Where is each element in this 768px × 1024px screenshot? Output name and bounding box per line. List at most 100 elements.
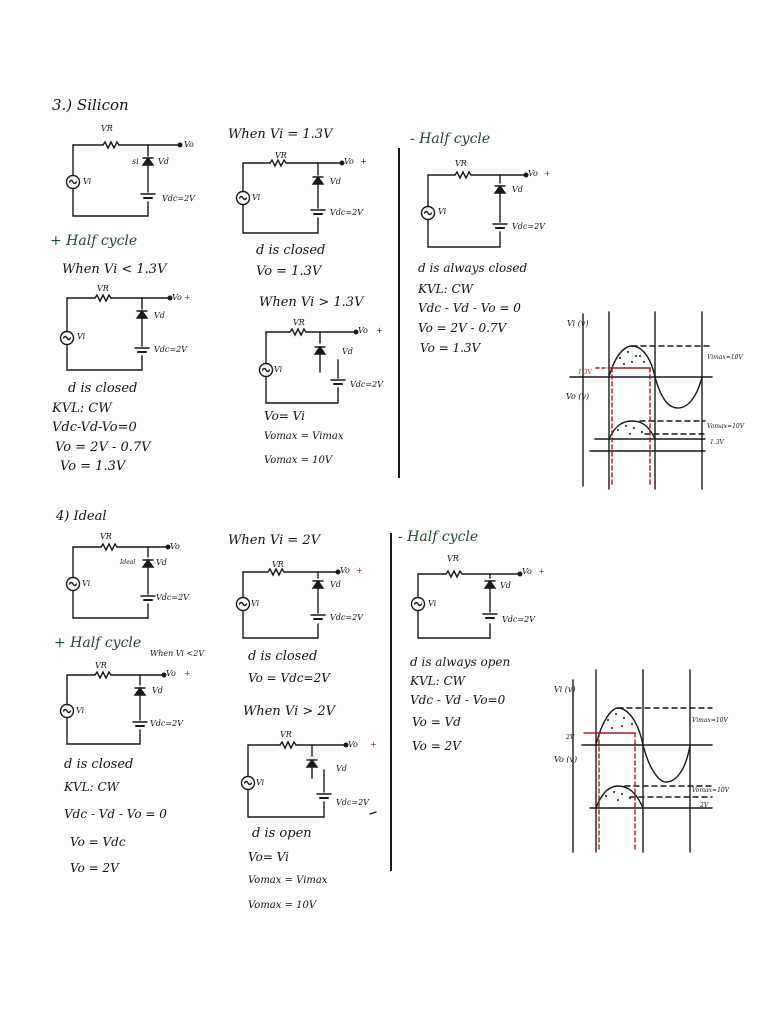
s3-pos-plus: + [184, 293, 191, 302]
s3-mid2-vd: Vd [342, 347, 353, 356]
s3-pos-vd: Vd [154, 311, 165, 320]
s4-pos-line-2: KVL: CW [64, 780, 119, 794]
s4-main-circuit [65, 543, 171, 619]
s3-graph-vo-level: 1.3V [710, 439, 724, 446]
s3-neg-vd: Vd [512, 185, 523, 194]
s3-pos-line-1: d is closed [68, 381, 138, 396]
s4-neg-vi: Vi [428, 599, 437, 608]
s3-mid2-line-2: Vomax = Vimax [264, 431, 344, 442]
s3-neg-vo: Vo [528, 169, 538, 178]
s4-pos-line-1: d is closed [64, 757, 134, 772]
s4-graph-level: 2V [566, 734, 575, 741]
s3-mid1-vr: VR [275, 151, 287, 160]
s4-mid1-vd: Vd [330, 580, 341, 589]
s3-main-vdc: Vdc=2V [162, 194, 195, 203]
s3-pos-heading: + Half cycle [50, 233, 138, 249]
section-4-title: 4) Ideal [56, 509, 107, 524]
s4-mid1-vo: Vo [340, 566, 350, 575]
s3-neg-line-1: d is always closed [418, 261, 528, 275]
s3-main-vi: Vi [83, 177, 92, 186]
s4-pos-line-4: Vo = Vdc [70, 835, 126, 849]
s3-pos-vo: Vo [172, 293, 182, 302]
s4-neg-vd: Vd [500, 581, 511, 590]
s3-main-circuit [65, 141, 183, 217]
s3-graph-vimax: Vimax=10V [707, 354, 743, 361]
s3-pos-line-4: Vo = 2V - 0.7V [55, 440, 151, 455]
s3-neg-line-2: KVL: CW [418, 282, 473, 296]
s4-graph-vi-axis: Vi (v) [554, 685, 576, 694]
s3-neg-line-3: Vdc - Vd - Vo = 0 [418, 301, 521, 315]
s3-mid-line-2: Vo = 1.3V [256, 264, 322, 279]
s3-mid1-vo: Vo [344, 157, 354, 166]
s3-neg-line-4: Vo = 2V - 0.7V [418, 321, 507, 335]
s4-pos-line-5: Vo = 2V [70, 861, 119, 875]
s3-mid2-vr: VR [293, 318, 305, 327]
s4-mid2-line-1: d is open [252, 826, 312, 841]
s3-graph-vo-axis: Vo (v) [566, 392, 590, 401]
s3-mid1-vd: Vd [330, 177, 341, 186]
s3-mid2-vdc: Vdc=2V [350, 380, 383, 389]
s3-main-vr: VR [101, 124, 113, 133]
s3-mid1-plus: + [360, 157, 367, 166]
s4-main-vdc: Vdc=2V [156, 593, 189, 602]
s3-pos-circuit [59, 294, 173, 371]
s3-pos-line-2: KVL: CW [52, 401, 112, 416]
s4-waveform-graph [572, 669, 713, 853]
s3-graph-level: 1.3V [578, 369, 592, 376]
s3-neg-vdc: Vdc=2V [512, 222, 545, 231]
s4-mid-circuit-2 [240, 741, 349, 818]
s3-neg-vr: VR [455, 159, 467, 168]
s4-main-vd: Vd [156, 558, 167, 567]
s4-mid2-vo: Vo [348, 740, 358, 749]
s4-neg-heading: - Half cycle [398, 529, 479, 545]
s3-neg-plus: + [544, 169, 551, 178]
s4-mid2-vr: VR [280, 730, 292, 739]
s3-pos-line-5: Vo = 1.3V [60, 459, 126, 474]
s4-mid-condition-1: When Vi = 2V [228, 533, 321, 548]
s4-main-ideal: Ideal [120, 559, 136, 566]
s3-pos-vr: VR [97, 284, 109, 293]
s4-main-vi: Vi [82, 579, 91, 588]
s4-mid-line-2: Vo = Vdc=2V [248, 671, 330, 685]
s4-mid2-line-3: Vomax = Vimax [248, 875, 328, 886]
s4-neg-plus: + [538, 567, 545, 576]
s3-mid1-vi: Vi [252, 193, 261, 202]
s3-pos-vdc: Vdc=2V [154, 345, 187, 354]
s4-pos-heading: + Half cycle [54, 635, 142, 651]
s3-mid2-vi: Vi [274, 365, 283, 374]
s4-main-vo: Vo [170, 542, 180, 551]
s4-neg-vo: Vo [522, 567, 532, 576]
s3-mid2-line-3: Vomax = 10V [264, 455, 333, 466]
s4-pos-vd: Vd [152, 686, 163, 695]
s4-graph-vimax: Vimax=10V [692, 717, 728, 724]
s4-graph-vo-axis: Vo (v) [554, 755, 578, 764]
section-3-title: 3.) Silicon [52, 96, 129, 114]
s4-graph-vo-level: 2V [700, 802, 709, 809]
s4-neg-line-3: Vdc - Vd - Vo=0 [410, 693, 506, 707]
s4-mid1-vi: Vi [251, 599, 260, 608]
ink-mark [369, 811, 377, 815]
s3-divider [398, 148, 400, 478]
s4-pos-line-3: Vdc - Vd - Vo = 0 [64, 807, 167, 821]
s3-graph-vi-axis: Vi (v) [567, 319, 589, 328]
s4-mid2-line-4: Vomax = 10V [248, 900, 317, 911]
s3-mid-condition-1: When Vi = 1.3V [228, 127, 333, 142]
s3-mid-circuit-2 [258, 328, 359, 404]
s4-neg-line-2: KVL: CW [410, 674, 465, 688]
s3-neg-heading: - Half cycle [410, 131, 491, 147]
s3-graph-vomax: Vomax=10V [707, 423, 745, 430]
s3-mid2-vo: Vo [358, 326, 368, 335]
s4-neg-line-1: d is always open [410, 655, 511, 669]
s3-neg-circuit [420, 171, 529, 248]
s4-mid-condition-2: When Vi > 2V [243, 704, 336, 719]
s4-mid1-plus: + [356, 566, 363, 575]
s3-mid-circuit-1 [235, 159, 345, 234]
s4-mid2-vd: Vd [336, 764, 347, 773]
s4-pos-vi: Vi [76, 706, 85, 715]
s3-mid1-vdc: Vdc=2V [330, 208, 363, 217]
s4-mid2-plus: + [370, 740, 377, 749]
s4-pos-condition: When Vi <2V [150, 649, 205, 658]
s3-mid-line-1: d is closed [256, 243, 326, 258]
s4-main-vr: VR [100, 532, 112, 541]
